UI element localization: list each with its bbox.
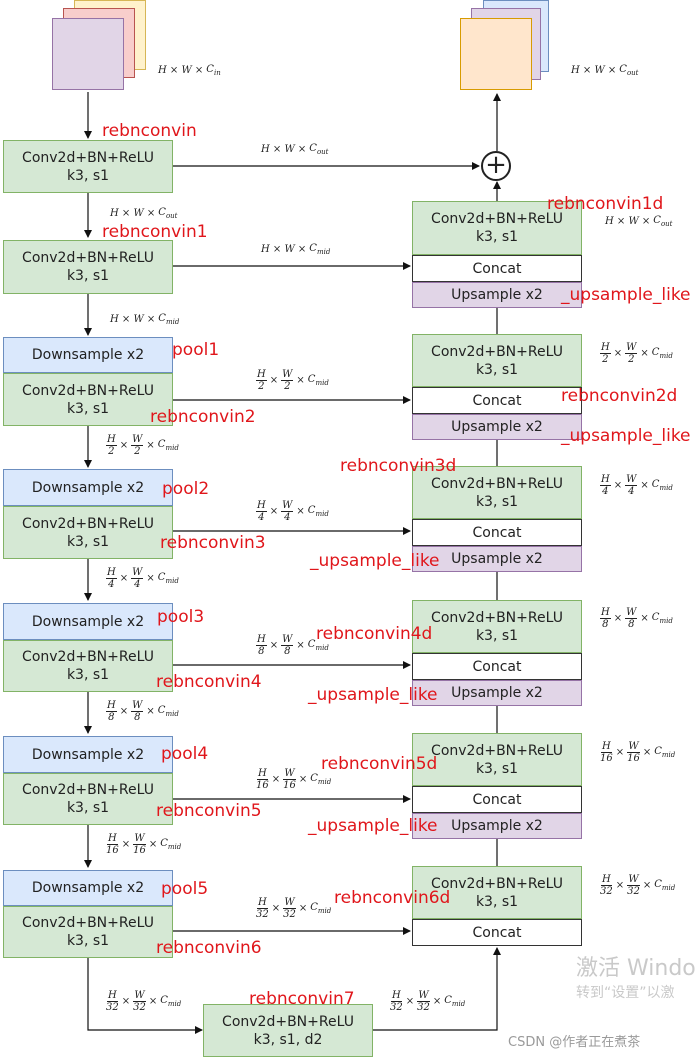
- dim-label: H × W × Cout: [110, 207, 178, 220]
- residual-add-icon: +: [481, 151, 511, 181]
- label-pool3: pool3: [157, 607, 205, 627]
- label-pool1: pool1: [172, 340, 220, 360]
- label-pool2: pool2: [162, 479, 210, 499]
- label-upsample-like-2: _upsample_like: [561, 426, 691, 446]
- label-rebnconvin3d: rebnconvin3d: [340, 456, 457, 476]
- upsample-3: Upsample x2: [412, 546, 582, 572]
- pool4-block: Downsample x2: [3, 736, 173, 773]
- input-feature-map: [52, 18, 124, 90]
- label-rebnconvin3: rebnconvin3: [160, 533, 266, 553]
- concat-2: Concat: [412, 387, 582, 414]
- output-feature-map: [460, 18, 532, 90]
- pool2-block: Downsample x2: [3, 469, 173, 506]
- label-rebnconvin5: rebnconvin5: [156, 801, 262, 821]
- label-rebnconvin2: rebnconvin2: [150, 407, 256, 427]
- label-upsample-like-4: _upsample_like: [308, 685, 438, 705]
- label-rebnconvin1d: rebnconvin1d: [547, 194, 664, 214]
- label-pool4: pool4: [161, 744, 209, 764]
- label-rebnconvin7: rebnconvin7: [249, 989, 355, 1009]
- output-dim-label: H × W × Cout: [571, 64, 639, 77]
- upsample-2: Upsample x2: [412, 414, 582, 440]
- label-upsample-like-3: _upsample_like: [310, 551, 440, 571]
- concat-1: Concat: [412, 255, 582, 282]
- label-rebnconvin6d: rebnconvin6d: [334, 888, 451, 908]
- pool3-block: Downsample x2: [3, 603, 173, 640]
- csdn-watermark: CSDN @作者正在煮茶: [508, 1035, 641, 1050]
- label-rebnconvin1: rebnconvin1: [102, 222, 208, 242]
- pool1-block: Downsample x2: [3, 337, 173, 373]
- concat-6: Concat: [412, 919, 582, 946]
- label-upsample-like-5: _upsample_like: [308, 816, 438, 836]
- windows-activation-title: 激活 Windo: [576, 956, 695, 981]
- input-dim-label: H × W × Cin: [158, 64, 221, 77]
- upsample-5: Upsample x2: [412, 813, 582, 839]
- dim-label: H × W × Cout: [261, 143, 329, 156]
- windows-activation-hint: 转到“设置”以激: [576, 985, 675, 1001]
- upsample-1: Upsample x2: [412, 282, 582, 308]
- upsample-4: Upsample x2: [412, 680, 582, 706]
- label-rebnconvin: rebnconvin: [102, 121, 197, 141]
- dim-label: H × W × Cout: [605, 215, 673, 228]
- pool5-block: Downsample x2: [3, 870, 173, 906]
- concat-5: Concat: [412, 786, 582, 813]
- label-rebnconvin4: rebnconvin4: [156, 672, 262, 692]
- concat-4: Concat: [412, 653, 582, 680]
- concat-3: Concat: [412, 519, 582, 546]
- label-rebnconvin6: rebnconvin6: [156, 938, 262, 958]
- label-rebnconvin2d: rebnconvin2d: [561, 386, 678, 406]
- label-rebnconvin5d: rebnconvin5d: [321, 754, 438, 774]
- dim-label: H × W × Cmid: [261, 243, 331, 256]
- label-pool5: pool5: [161, 879, 209, 899]
- label-upsample-like-1: _upsample_like: [561, 285, 691, 305]
- label-rebnconvin4d: rebnconvin4d: [316, 624, 433, 644]
- dim-label: H × W × Cmid: [110, 313, 180, 326]
